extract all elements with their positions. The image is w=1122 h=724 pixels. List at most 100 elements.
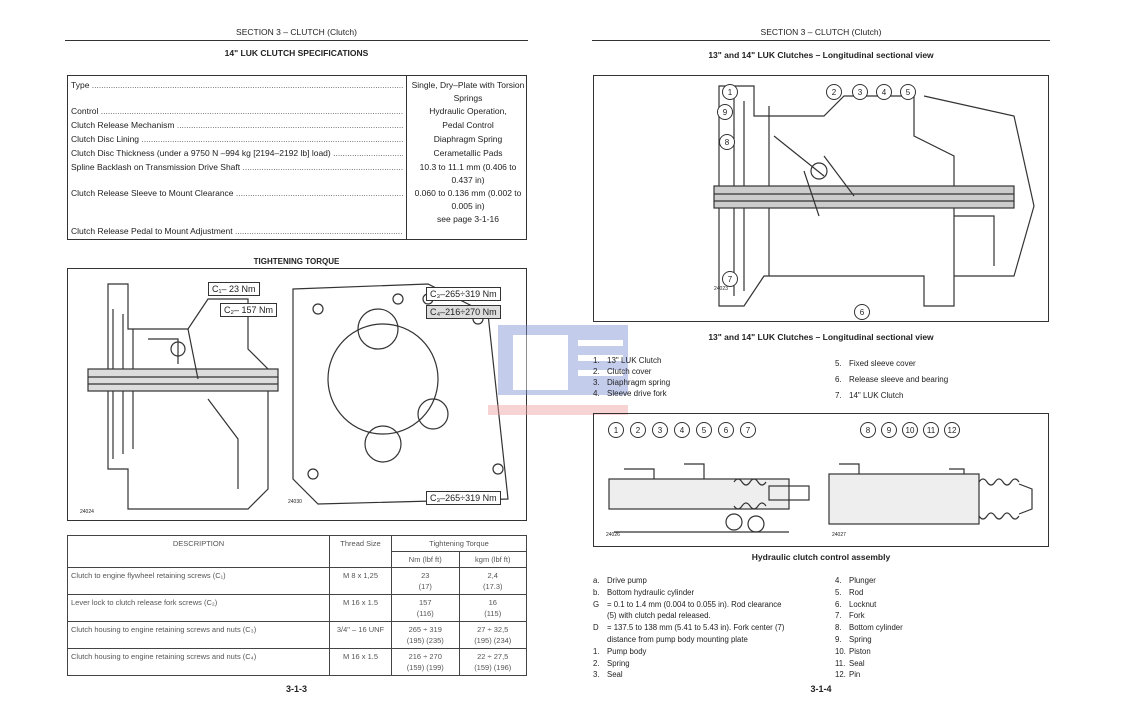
row-kgm: 22 ÷ 27,5(159) (196)	[458, 648, 527, 676]
item-number: b.	[593, 587, 600, 597]
legend-item: 4.Plunger	[835, 575, 903, 587]
item-text: Bottom cylinder	[849, 623, 903, 633]
nm-value: 23	[421, 571, 430, 580]
item-number: 2.	[593, 658, 600, 668]
row-nm: 265 ÷ 319(195) (235)	[391, 621, 460, 649]
item-text: Locknut	[849, 599, 877, 609]
item-number: 1.	[593, 356, 600, 365]
item-number: 10.	[835, 646, 846, 656]
callout-c3-lower: C₃–265÷319 Nm	[426, 491, 501, 505]
header-rule	[592, 40, 1050, 41]
item-number: 11.	[835, 658, 846, 668]
col-kgm: kgm (lbf ft)	[458, 551, 527, 568]
lbf-value: (116)	[416, 609, 434, 618]
callout-number: 5	[900, 84, 916, 100]
figure-id: 24027	[832, 532, 846, 538]
figure-id: 24024	[80, 509, 94, 515]
kgm-value: 27 ÷ 32,5	[477, 625, 509, 634]
legend-item: b. Bottom hydraulic cylinder	[593, 587, 784, 599]
nm-value: 265 ÷ 319	[408, 625, 442, 634]
spec-value: Pedal Control	[442, 120, 494, 130]
figure-id: 24030	[288, 499, 302, 505]
page-number-right: 3-1-4	[810, 684, 832, 694]
callout-number: 3	[852, 84, 868, 100]
lbf-value: (17.3)	[482, 582, 503, 591]
item-number: 3.	[593, 670, 600, 680]
spec-value: Single, Dry–Plate with Torsion Springs	[411, 80, 525, 103]
item-number: 9.	[835, 634, 842, 644]
row-kgm: 2,4 (17.3)	[458, 567, 527, 595]
item-text: Fixed sleeve cover	[849, 359, 916, 368]
figure-id: 24023	[714, 286, 728, 292]
item-text: Pump body	[607, 646, 647, 656]
item-text: Bottom hydraulic cylinder	[607, 587, 695, 597]
row-thread: M 8 x 1,25	[329, 567, 392, 595]
row-thread: 3/4" – 16 UNF	[329, 621, 392, 649]
header-rule	[65, 40, 528, 41]
callout-c2: C₂– 157 Nm	[220, 303, 278, 317]
callout-number: 4	[876, 84, 892, 100]
legend-item: 11.Seal	[835, 658, 903, 670]
spec-label: Clutch Release Pedal to Mount Adjustment	[71, 226, 403, 236]
lbf-value: (115)	[484, 609, 502, 618]
item-text: 14" LUK Clutch	[849, 391, 904, 400]
spec-label: Type	[71, 80, 403, 90]
lbf-value: (17)	[418, 582, 432, 591]
sectional-drawing	[713, 85, 1035, 307]
callout-number: 12	[944, 422, 960, 438]
legend-item: distance from pump body mounting plate	[593, 634, 784, 646]
spec-value: Diaphragm Spring	[433, 134, 503, 144]
lbf-value: (159) (196)	[474, 663, 512, 672]
item-text: 13" LUK Clutch	[607, 356, 662, 365]
lbf-value: (195) (234)	[474, 636, 512, 645]
legend-item: 6.Locknut	[835, 599, 903, 611]
figure-title: 13" and 14" LUK Clutches – Longitudinal …	[708, 50, 934, 60]
item-text: Rod	[849, 587, 864, 597]
list-item: 5. Fixed sleeve cover	[835, 356, 948, 372]
spec-label: Clutch Disc Thickness (under a 9750 N –9…	[71, 148, 403, 158]
list-item: 4.Sleeve drive fork	[593, 388, 670, 399]
callout-number: 8	[860, 422, 876, 438]
item-text: Seal	[849, 658, 865, 668]
item-text: Seal	[607, 670, 623, 680]
spec-value: 10.3 to 11.1 mm (0.406 to 0.437 in)	[419, 162, 517, 185]
legend-item: 9. Spring	[835, 634, 903, 646]
callout-number: 6	[718, 422, 734, 438]
figure-id: 24026	[606, 532, 620, 538]
kgm-value: 2,4	[487, 571, 498, 580]
row-description: Clutch housing to engine retaining screw…	[67, 648, 330, 676]
callout-number: 1	[608, 422, 624, 438]
item-text: Diaphragm spring	[607, 378, 671, 387]
row-nm: 216 ÷ 270(159) (199)	[391, 648, 460, 676]
col-nm: Nm (lbf ft)	[391, 551, 460, 568]
row-kgm: 16(115)	[458, 594, 527, 622]
item-text: distance from pump body mounting plate	[607, 634, 748, 644]
lbf-value: (159) (199)	[406, 663, 444, 672]
hydraulic-caption: Hydraulic clutch control assembly	[751, 552, 891, 562]
item-text: Plunger	[849, 576, 876, 585]
item-number: 5.	[835, 359, 842, 368]
legend-item: D= 137.5 to 138 mm (5.41 to 5.43 in). Fo…	[593, 622, 784, 634]
item-text: Spring	[849, 634, 872, 644]
col-torque: Tightening Torque	[391, 535, 527, 552]
callout-number: 4	[674, 422, 690, 438]
callout-number: 5	[696, 422, 712, 438]
clutch-housing-drawing	[87, 283, 509, 510]
torque-figure: C₁– 23 Nm C₂– 157 Nm C₃–265÷319 Nm C₄–21…	[67, 268, 527, 521]
legend-item: 7.Fork	[835, 610, 903, 622]
callout-number: 7	[722, 271, 738, 287]
item-number: 1.	[593, 646, 600, 656]
row-kgm: 27 ÷ 32,5 (195) (234)	[458, 621, 527, 649]
row-nm: 157(116)	[391, 594, 460, 622]
item-number: a.	[593, 576, 600, 585]
item-text: Clutch cover	[607, 367, 652, 376]
item-number: 3.	[593, 378, 600, 387]
item-text: Fork	[849, 611, 865, 621]
torque-table: DESCRIPTION Thread Size Tightening Torqu…	[67, 535, 527, 676]
spec-table: Type Control Clutch Release Mechanism Cl…	[67, 75, 527, 240]
spec-label: Clutch Disc Lining	[71, 134, 403, 144]
